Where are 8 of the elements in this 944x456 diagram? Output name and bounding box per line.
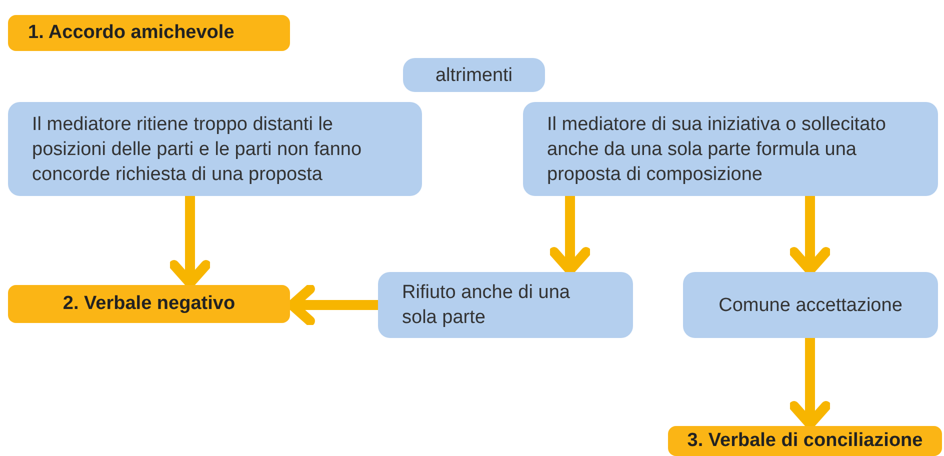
result-label: 2. Verbale negativo — [8, 285, 290, 323]
process-box: Il mediatore di sua iniziativa o sollecitato anche da una sola parte formula una proposta di composizione — [523, 102, 938, 196]
process-box: Il mediatore ritiene troppo distanti le posizioni delle parti e le parti non fanno concorde richiesta di una proposta — [8, 102, 422, 196]
process-box: altrimenti — [403, 58, 545, 92]
result-label: 3. Verbale di conciliazione — [668, 426, 942, 456]
process-box: Rifiuto anche di una sola parte — [378, 272, 633, 338]
process-box: Comune accettazione — [683, 272, 938, 338]
result-label: 1. Accordo amichevole — [8, 15, 290, 51]
